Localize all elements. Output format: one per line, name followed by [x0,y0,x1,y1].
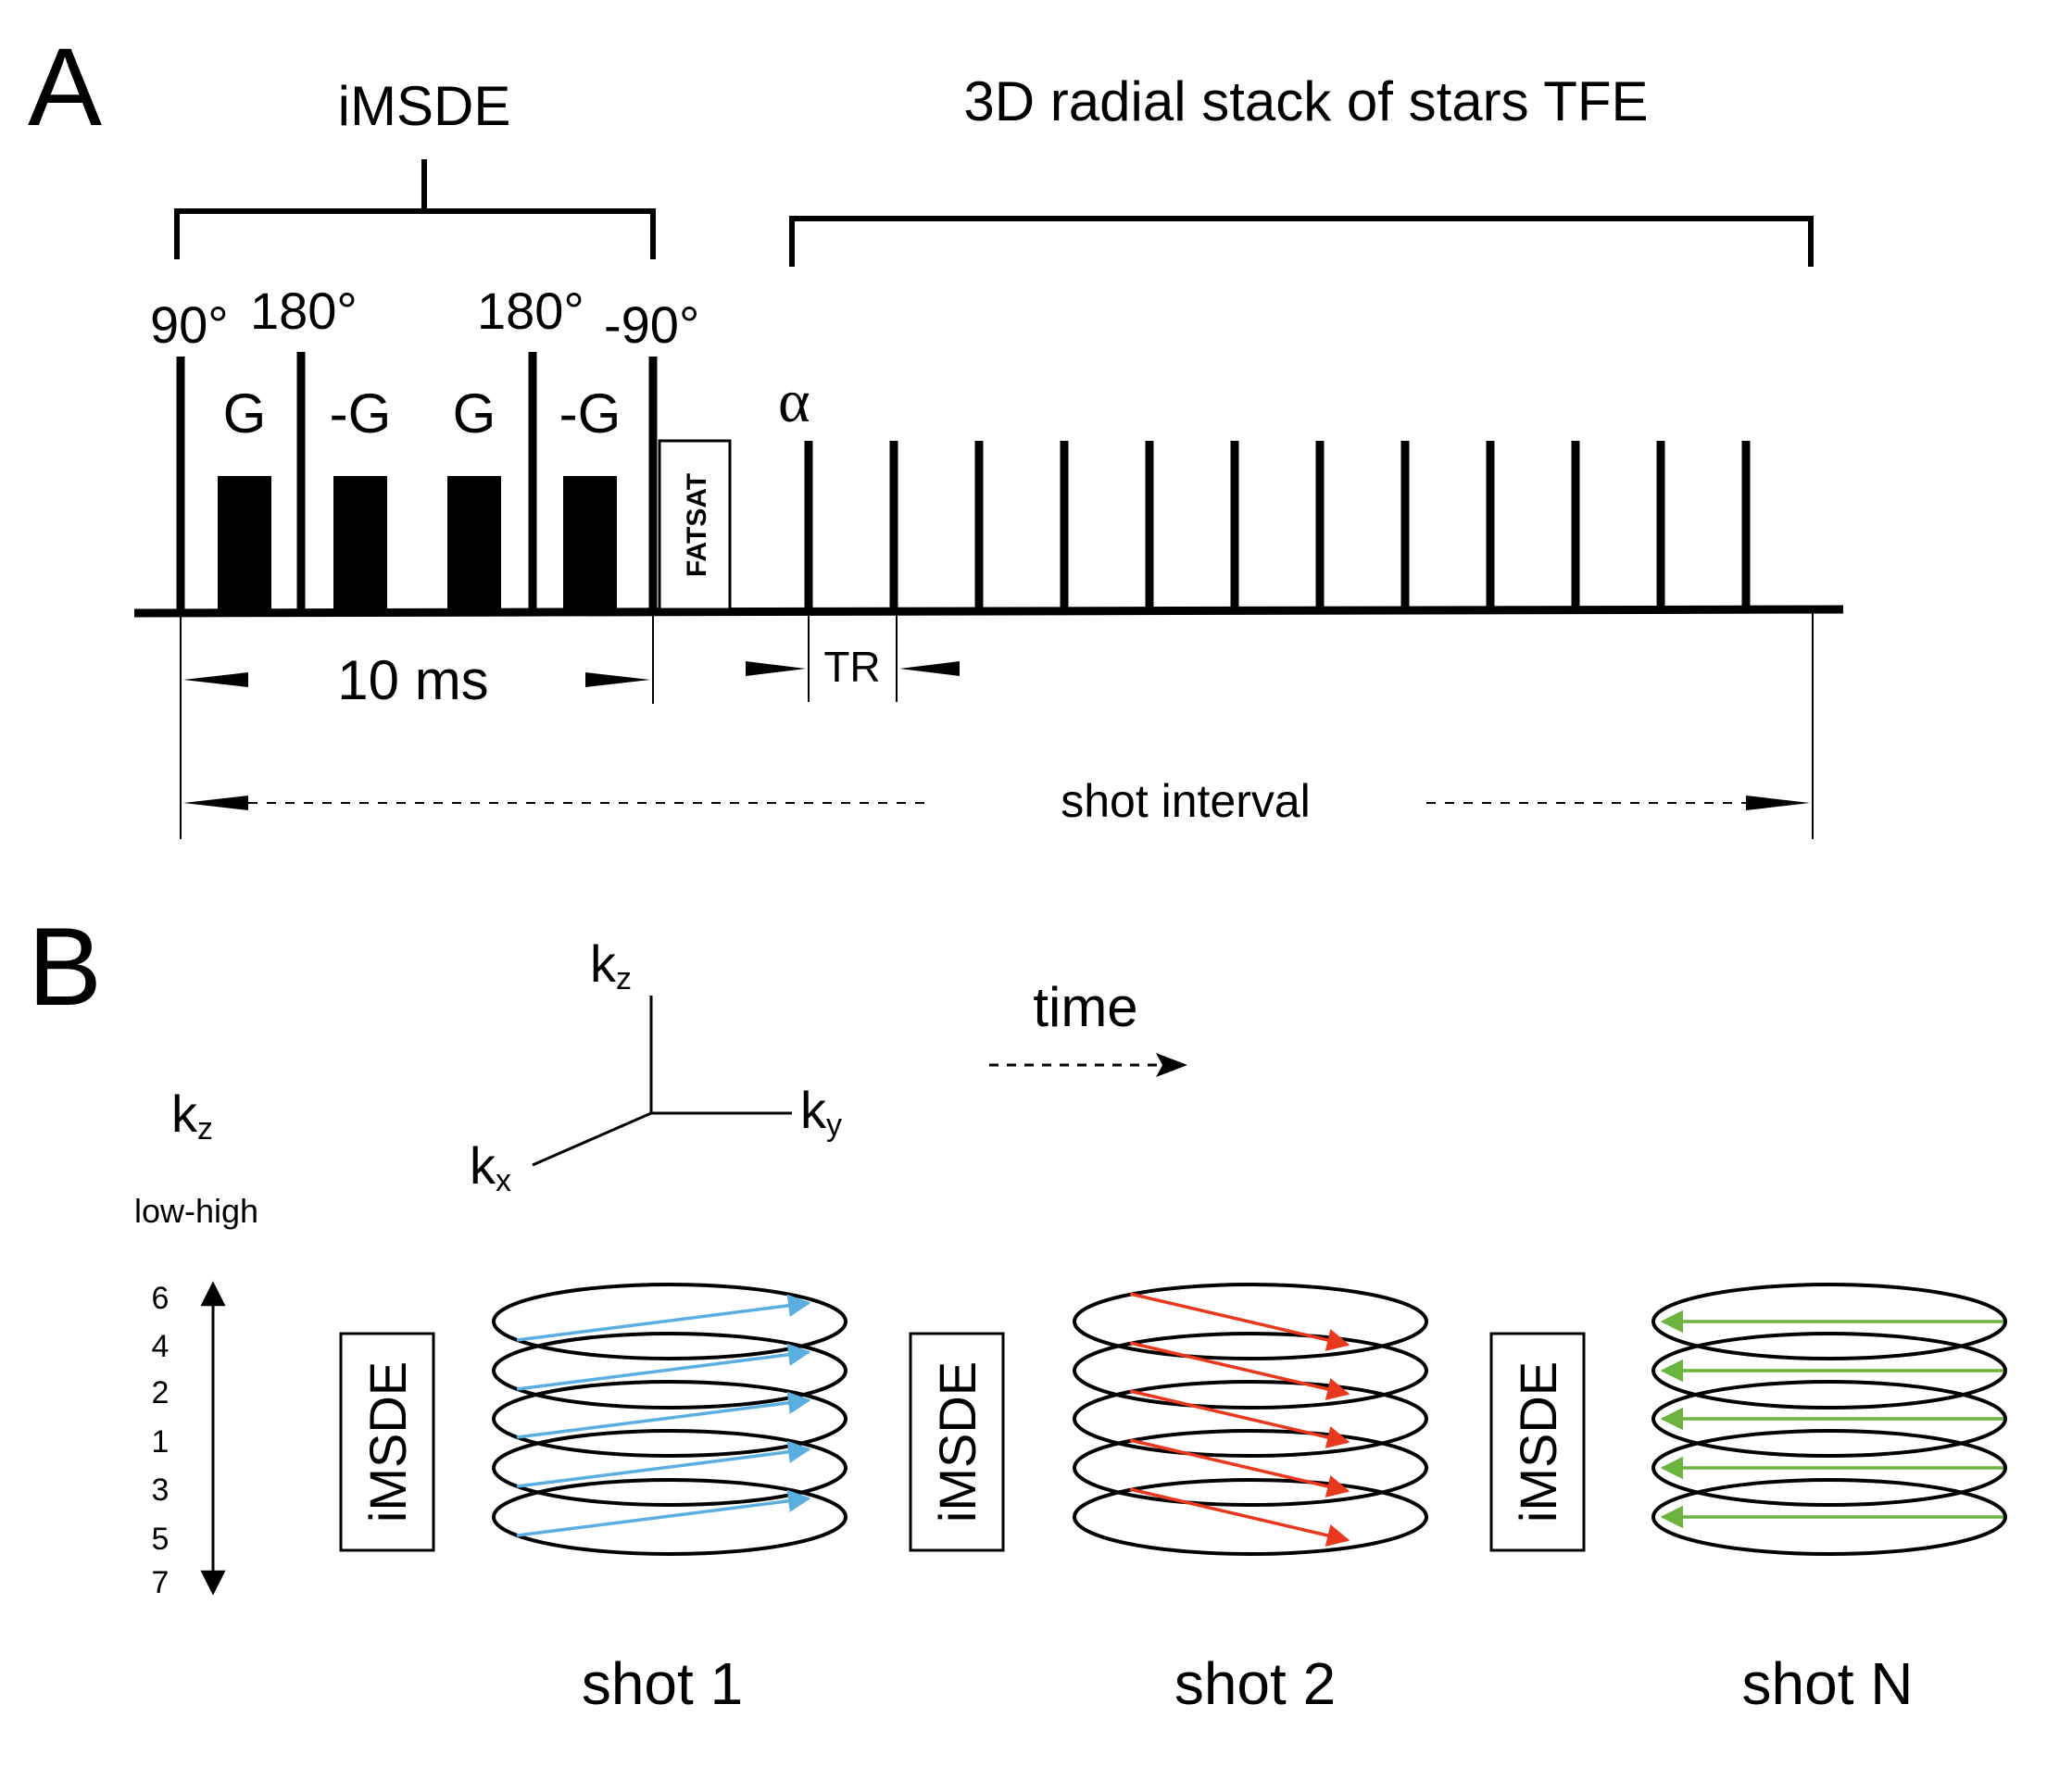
gradient-lobe-1 [218,476,271,613]
imsde-box-3: iMSDE [1489,1332,1586,1552]
imsde-bracket [174,159,656,259]
time-arrowhead [1156,1053,1187,1077]
gradient-lobe-4 [563,476,617,613]
imsde-box-1: iMSDE [339,1332,435,1552]
imsde-title: iMSDE [338,75,511,137]
radial-spoke-arrow [1129,1389,1350,1448]
readout-title: 3D radial stack of stars TFE [963,70,1648,132]
stack-shot-1 [492,1283,848,1556]
panel-b-label: B [28,905,102,1029]
kz-order-label: low-high [134,1192,258,1230]
alpha-pulses [804,441,1751,611]
kz-partition-disc [1651,1380,2007,1458]
radial-spoke-arrow [516,1440,811,1488]
imsde-box-2: iMSDE [909,1332,1005,1552]
svg-text:iMSDE: iMSDE [928,1361,986,1523]
stack-shot-n [1651,1283,2007,1556]
gradient-lobe-2 [333,476,387,613]
axis-label-kx: kx [470,1136,511,1198]
label-90: 90° [150,295,229,354]
fatsat-label: FATSAT [682,473,712,577]
shot-interval-label: shot interval [1061,775,1311,827]
kz-partition-disc [1651,1283,2007,1360]
kz-partition-disc [1651,1478,2007,1556]
radial-spoke-arrow [1129,1292,1350,1351]
svg-text:iMSDE: iMSDE [358,1361,417,1523]
gradient-label-2: -G [330,382,392,445]
kz-partition-disc [1073,1429,1428,1507]
gradient-label-3: G [453,382,496,445]
kz-partition-disc [1073,1283,1428,1360]
radial-spoke-arrow [516,1391,811,1439]
duration-label: 10 ms [337,649,488,711]
sequence-baseline [133,605,1844,618]
tr-measure [746,613,960,702]
kz-order-item: 3 [152,1472,170,1508]
axis-label-ky: ky [800,1081,842,1143]
svg-text:iMSDE: iMSDE [1509,1361,1567,1523]
k-space-axes [532,996,792,1167]
kz-partition-disc [1073,1332,1428,1410]
label-180-second: 180° [477,282,584,340]
panel-a: A iMSDE 3D radial stack of stars TFE 90°… [28,25,1844,839]
radial-spoke-arrow [516,1489,811,1537]
label-minus90: -90° [604,295,699,354]
stack-shot-2 [1073,1283,1428,1556]
radial-spoke-arrow [1129,1341,1350,1400]
radial-spoke-arrow [516,1294,811,1342]
kz-partition-disc [1651,1429,2007,1507]
radial-spoke-arrow [1129,1487,1350,1547]
axis-label-kz: kz [590,934,632,996]
kz-partition-disc [1073,1478,1428,1556]
gradient-label-1: G [223,382,267,445]
kz-partition-disc [492,1283,848,1360]
label-alpha: α [778,368,810,435]
kz-order-item: 2 [152,1375,170,1410]
readout-bracket [789,216,1814,267]
label-180-first: 180° [250,282,358,340]
time-label: time [1033,976,1137,1038]
kz-order-item: 6 [152,1281,170,1316]
radial-spoke-arrow [516,1343,811,1391]
kz-partition-disc [492,1332,848,1410]
gradient-lobe-3 [447,476,501,613]
kz-order-list: 6 4 2 1 3 5 7 [152,1281,170,1600]
kz-order-item: 1 [152,1424,170,1460]
kz-partition-disc [492,1478,848,1556]
rf-pulses [176,352,658,613]
kz-partition-disc [492,1429,848,1507]
tr-label: TR [823,643,880,691]
kz-partition-disc [1651,1332,2007,1410]
shot-label-2: shot 2 [1174,1650,1336,1717]
kz-order-item: 5 [152,1522,170,1557]
gradient-lobes [218,476,617,613]
kz-side-label: kz [171,1084,213,1147]
shot-label-1: shot 1 [582,1650,743,1717]
shot-label-n: shot N [1742,1650,1914,1717]
kz-order-item: 7 [152,1565,170,1600]
panel-b: B kz ky kx time kz low-high 6 4 2 1 3 5 … [28,905,2007,1717]
kz-partition-disc [1073,1380,1428,1458]
radial-spoke-arrow [1129,1438,1350,1498]
shot-interval-measure [180,613,1814,839]
panel-a-label: A [28,25,102,149]
fatsat-box [658,439,732,611]
gradient-label-4: -G [559,382,622,445]
kz-partition-disc [492,1380,848,1458]
kz-order-item: 4 [152,1329,170,1364]
